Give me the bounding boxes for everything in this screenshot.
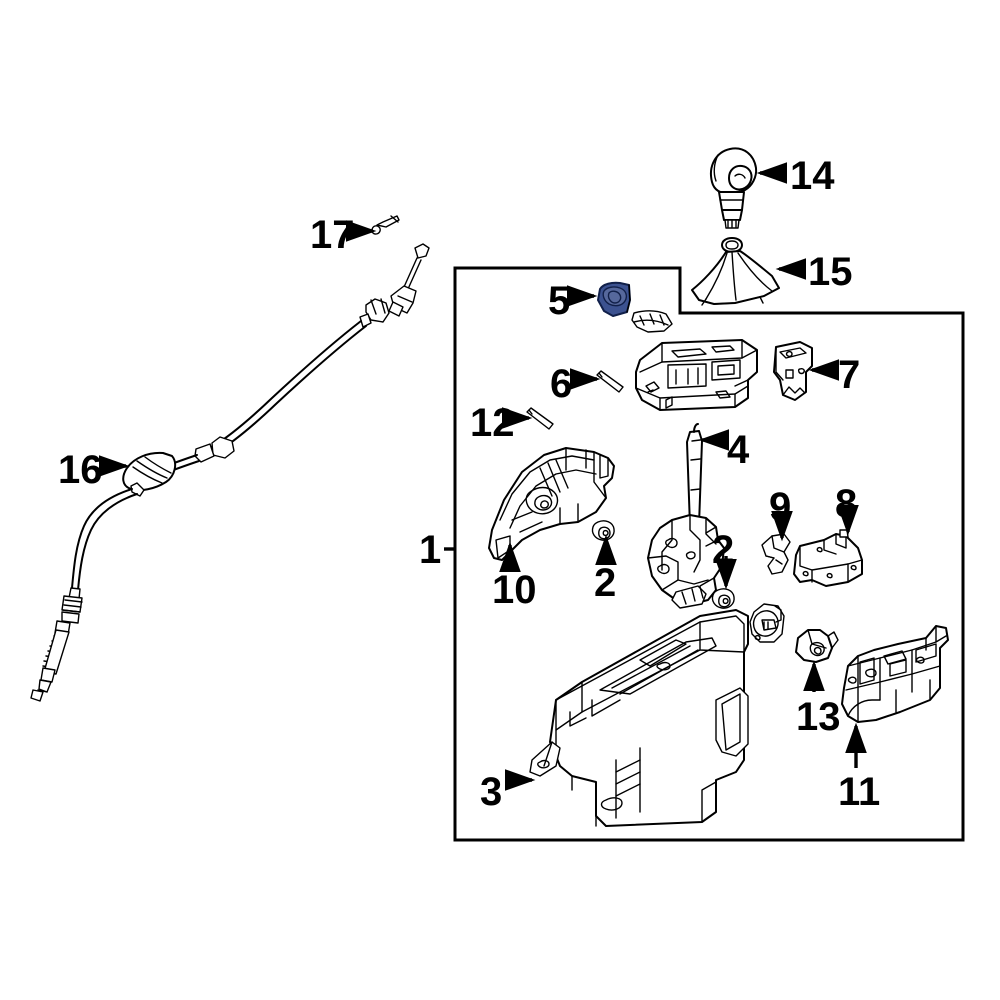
callout-number-12: 12 — [470, 401, 515, 445]
part-3-console-base-bracket — [529, 609, 749, 827]
shift-upper-housing — [635, 339, 758, 411]
callout-number-9: 9 — [769, 485, 792, 529]
callout-number-13: 13 — [796, 695, 841, 739]
shift-mechanism-body — [647, 514, 725, 609]
part-14-shift-knob — [710, 147, 758, 229]
part-16-shift-control-cable — [30, 243, 430, 702]
part-13-roller-cam — [795, 629, 839, 663]
callout-number-16: 16 — [58, 448, 103, 492]
part-10-side-cover-plate — [488, 447, 615, 561]
callout-number-3: 3 — [480, 770, 503, 814]
callout-number-17: 17 — [310, 213, 355, 257]
group-box-1 — [444, 266, 965, 842]
callout-number-1: 1 — [419, 528, 442, 572]
callout-number-2-lower: 2 — [712, 528, 735, 572]
callout-arrows — [98, 162, 867, 791]
small-trim-piece — [631, 310, 673, 333]
detent-plate — [749, 603, 785, 643]
callout-number-4: 4 — [727, 428, 750, 472]
part-7-side-bracket — [773, 341, 813, 401]
callout-number-8: 8 — [835, 482, 858, 526]
part-15-shift-boot — [691, 237, 780, 306]
part-8-switch-housing — [793, 529, 863, 587]
part-11-lower-side-housing — [841, 625, 949, 723]
callout-number-5: 5 — [548, 279, 571, 323]
callout-number-6: 6 — [550, 362, 573, 406]
part-5-retainer-clip-highlighted — [597, 281, 631, 317]
callout-number-7: 7 — [838, 353, 861, 397]
callout-number-10: 10 — [492, 568, 537, 612]
part-2-bushing-lower — [711, 588, 735, 609]
callout-number-11: 11 — [838, 770, 881, 814]
callout-number-14: 14 — [790, 154, 835, 198]
callout-number-2-upper: 2 — [594, 561, 617, 605]
callout-number-15: 15 — [808, 250, 853, 294]
